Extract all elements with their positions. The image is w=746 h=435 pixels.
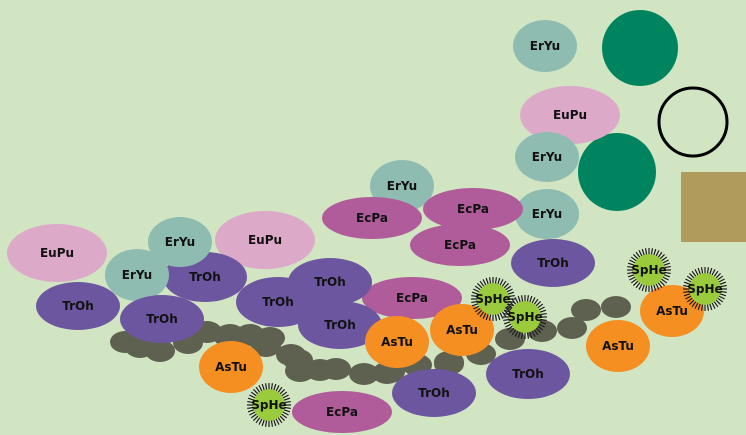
plant: EcPa (292, 391, 392, 433)
plant: AsTu (430, 304, 494, 356)
plant: EuPu (520, 86, 620, 144)
plant: TrOh (120, 295, 204, 343)
plant-label: TrOh (146, 312, 178, 326)
plant-label: AsTu (446, 323, 478, 337)
plant-label: ErYu (165, 235, 195, 249)
plant: ErYu (105, 249, 169, 301)
plant (503, 295, 547, 339)
plant-label: EuPu (553, 108, 587, 122)
stepping-stone (321, 358, 351, 380)
stepping-stone (283, 349, 313, 371)
plant: ErYu (515, 132, 579, 182)
plant-label: ErYu (530, 39, 560, 53)
plant-label: AsTu (656, 304, 688, 318)
plant: EcPa (410, 224, 510, 266)
plant-label: AsTu (381, 335, 413, 349)
tree-marker (602, 10, 678, 86)
plant: ErYu (515, 189, 579, 239)
empty-circle-marker (657, 86, 729, 158)
plant (627, 248, 671, 292)
plant-label: TrOh (324, 318, 356, 332)
plant-label: TrOh (512, 367, 544, 381)
plant-label: AsTu (602, 339, 634, 353)
plant-label: ErYu (122, 268, 152, 282)
plant: AsTu (199, 341, 263, 393)
plant: TrOh (36, 282, 120, 330)
plant: EuPu (7, 224, 107, 282)
plant-label: TrOh (262, 295, 294, 309)
stepping-stone (601, 296, 631, 318)
plant (683, 267, 727, 311)
plant: EcPa (362, 277, 462, 319)
plant-label: TrOh (537, 256, 569, 270)
stepping-stone (255, 327, 285, 349)
plant-label: SpHe (251, 398, 286, 412)
plant: ErYu (513, 20, 577, 72)
plant-label: TrOh (62, 299, 94, 313)
plant-label: EuPu (40, 246, 74, 260)
plant-label: EcPa (444, 238, 476, 252)
tree-marker (578, 133, 656, 211)
stepping-stone (571, 299, 601, 321)
plant: EcPa (322, 197, 422, 239)
plant-label: TrOh (418, 386, 450, 400)
stepping-stone (349, 363, 379, 385)
plant-label: AsTu (215, 360, 247, 374)
plant: TrOh (486, 349, 570, 399)
plant: TrOh (511, 239, 595, 287)
plant (471, 277, 515, 321)
plant-label: EuPu (248, 233, 282, 247)
plant-label: EcPa (356, 211, 388, 225)
plant-label: SpHe (507, 310, 542, 324)
plant: EuPu (215, 211, 315, 269)
plant: AsTu (365, 316, 429, 368)
plant: TrOh (288, 258, 372, 306)
plant-label: ErYu (532, 207, 562, 221)
plant-label: TrOh (314, 275, 346, 289)
stepping-stone (557, 317, 587, 339)
plant-label: TrOh (189, 270, 221, 284)
plant-label: SpHe (475, 292, 510, 306)
plant: ErYu (148, 217, 212, 267)
stepping-stone (495, 328, 525, 350)
plant-label: SpHe (687, 282, 722, 296)
plant: AsTu (586, 320, 650, 372)
plant: TrOh (392, 369, 476, 417)
plant-label: EcPa (326, 405, 358, 419)
plant-label: ErYu (532, 150, 562, 164)
plant (247, 383, 291, 427)
plant-label: EcPa (457, 202, 489, 216)
plant-label: ErYu (387, 179, 417, 193)
plant-label: EcPa (396, 291, 428, 305)
stepping-stone (215, 324, 245, 346)
bench-marker (681, 172, 746, 242)
stepping-stone (145, 340, 175, 362)
plant: TrOh (298, 301, 382, 349)
plant-label: SpHe (631, 263, 666, 277)
plant: EcPa (423, 188, 523, 230)
